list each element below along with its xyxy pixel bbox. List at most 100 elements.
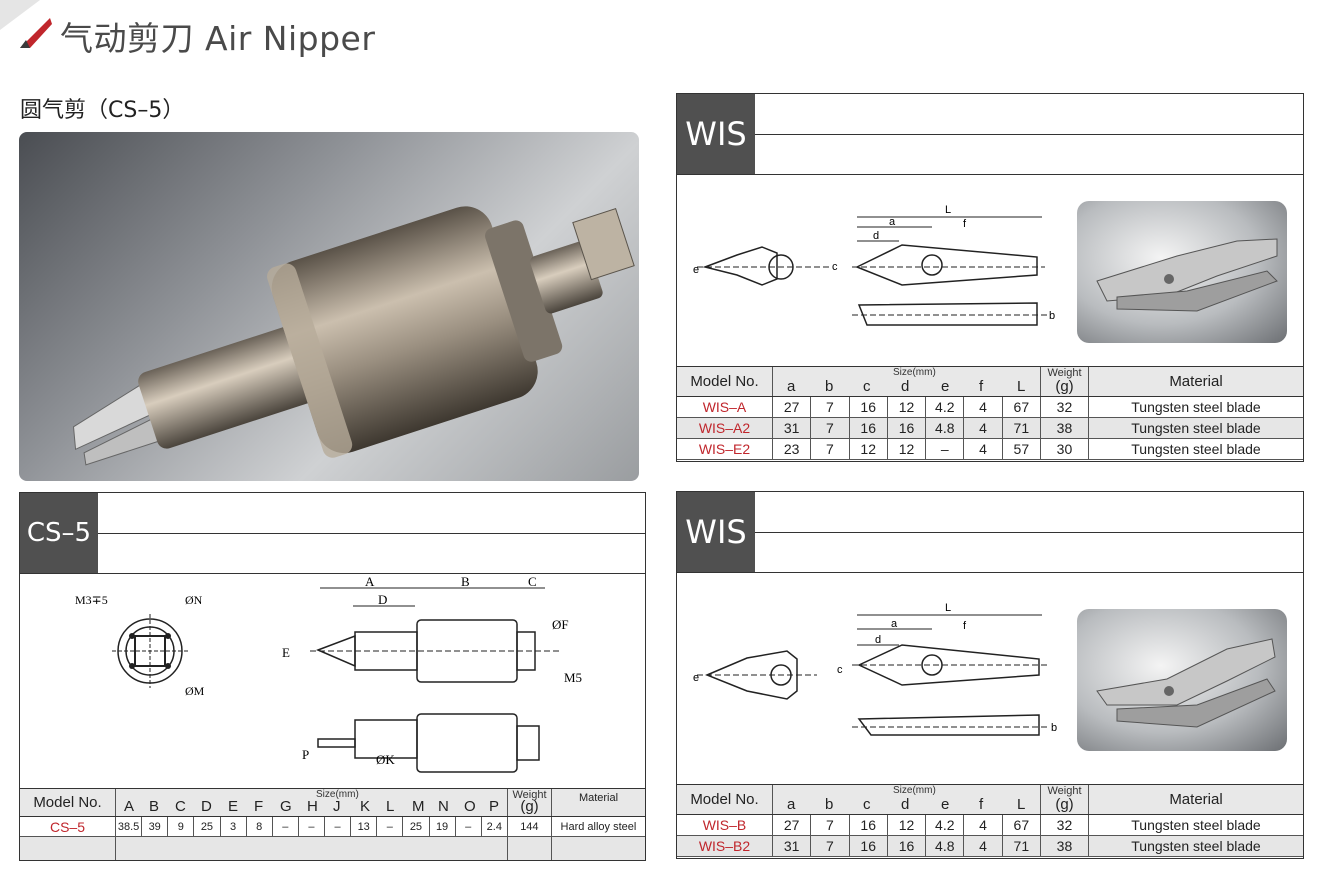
size-cell: – bbox=[273, 817, 299, 836]
size-header: Size(mm) bbox=[316, 789, 359, 800]
svg-text:a: a bbox=[891, 618, 898, 630]
size-cell: 19 bbox=[430, 817, 456, 836]
size-cell: 7 bbox=[811, 418, 850, 438]
label-m3: M3∓5 bbox=[75, 593, 108, 607]
size-cell: 9 bbox=[168, 817, 195, 836]
label-k: ØK bbox=[376, 752, 395, 767]
size-cell: 16 bbox=[888, 836, 927, 856]
size-header-group: Size(mm) A B C D E F G H J K L M N O P bbox=[116, 789, 508, 816]
model-cell: WIS–B bbox=[677, 815, 773, 835]
size-cell: 23 bbox=[773, 439, 812, 459]
size-cell: 4 bbox=[964, 815, 1003, 835]
weight-header-group: Weight (g) bbox=[508, 789, 552, 816]
label-c: C bbox=[528, 574, 537, 589]
product-subtitle: 圆气剪（CS–5） bbox=[20, 98, 185, 123]
size-cell: 13 bbox=[351, 817, 378, 836]
size-cell: 12 bbox=[850, 439, 888, 459]
weight-cell: 38 bbox=[1041, 418, 1089, 438]
wis-drawing-1: e L a d f c b bbox=[677, 174, 1303, 368]
material-cell: Hard alloy steel bbox=[560, 820, 637, 833]
svg-text:e: e bbox=[693, 264, 699, 276]
size-cell: – bbox=[926, 439, 965, 459]
size-cell: 25 bbox=[194, 817, 221, 836]
size-cell: 4.2 bbox=[926, 397, 965, 417]
size-cell: 16 bbox=[850, 836, 888, 856]
size-cell: 2.4 bbox=[482, 817, 508, 836]
size-cell: – bbox=[377, 817, 404, 836]
wis-spec-panel-2: WIS e L a d f c b bbox=[676, 491, 1304, 859]
size-cell: 7 bbox=[811, 397, 850, 417]
svg-text:d: d bbox=[873, 230, 879, 242]
material-cell: Tungsten steel blade bbox=[1131, 441, 1261, 457]
svg-text:a: a bbox=[889, 216, 896, 228]
size-cell: 7 bbox=[811, 836, 850, 856]
material-cell: Tungsten steel blade bbox=[1131, 399, 1261, 415]
label-m5: M5 bbox=[564, 670, 582, 685]
size-cell: 4 bbox=[964, 836, 1003, 856]
svg-text:b: b bbox=[1051, 722, 1057, 734]
weight-cell: 32 bbox=[1041, 397, 1089, 417]
wis-label-1: WIS bbox=[677, 94, 755, 174]
size-cell: 31 bbox=[773, 418, 812, 438]
cs5-drawing: M3∓5 ØN ØM A B C D E ØF M5 bbox=[20, 573, 645, 790]
svg-text:c: c bbox=[837, 664, 843, 676]
size-cell: 27 bbox=[773, 815, 812, 835]
size-cell: 57 bbox=[1003, 439, 1041, 459]
size-cell: 16 bbox=[850, 815, 888, 835]
size-cell: 4 bbox=[964, 439, 1003, 459]
size-cell: 31 bbox=[773, 836, 812, 856]
cs5-spec-table: Model No. Size(mm) A B C D E F G H J K L… bbox=[20, 788, 645, 860]
size-cell: 38.5 bbox=[116, 817, 143, 836]
size-cell: 39 bbox=[142, 817, 169, 836]
air-nipper-photo bbox=[19, 132, 639, 481]
material-header: Material bbox=[578, 792, 619, 804]
wis-spec-table-1: Model No. Size(mm) a b c d e f L Weight … bbox=[677, 366, 1303, 461]
model-cell: WIS–B2 bbox=[677, 836, 773, 856]
size-cell: 7 bbox=[811, 815, 850, 835]
svg-text:d: d bbox=[875, 634, 881, 646]
model-cell: WIS–A bbox=[677, 397, 773, 417]
size-cell: 4 bbox=[964, 418, 1003, 438]
wis-blade-photo-2 bbox=[1077, 609, 1287, 751]
table-row-empty bbox=[20, 837, 645, 860]
wis-blade-photo-1 bbox=[1077, 201, 1287, 343]
weight-cell: 30 bbox=[1041, 439, 1089, 459]
size-cell: 3 bbox=[221, 817, 247, 836]
material-cell: Tungsten steel blade bbox=[1131, 838, 1261, 854]
size-cell: – bbox=[299, 817, 325, 836]
label-p: P bbox=[302, 747, 309, 762]
size-cell: 4.8 bbox=[926, 418, 965, 438]
size-cell: 12 bbox=[888, 439, 927, 459]
cs5-label: CS–5 bbox=[20, 493, 98, 573]
cs5-spec-panel: CS–5 M3∓5 ØN ØM A B C D E ØF M5 bbox=[19, 492, 646, 861]
wis-spec-panel-1: WIS e L a d f c b bbox=[676, 93, 1304, 462]
label-d: D bbox=[378, 592, 387, 607]
size-cell: 12 bbox=[888, 815, 927, 835]
size-cell: 8 bbox=[247, 817, 273, 836]
svg-text:e: e bbox=[693, 672, 699, 684]
weight-cell: 144 bbox=[508, 817, 552, 836]
svg-text:f: f bbox=[963, 218, 967, 230]
label-b: B bbox=[461, 574, 470, 589]
size-cell: 71 bbox=[1003, 418, 1041, 438]
material-cell: Tungsten steel blade bbox=[1131, 420, 1261, 436]
size-cell: 16 bbox=[850, 418, 888, 438]
label-f: ØF bbox=[552, 617, 569, 632]
header-accent-icon bbox=[0, 0, 52, 48]
weight-cell: 32 bbox=[1041, 815, 1089, 835]
size-cell: 67 bbox=[1003, 397, 1041, 417]
size-cell: 12 bbox=[888, 397, 927, 417]
label-m: ØM bbox=[185, 684, 205, 698]
size-cell: 7 bbox=[811, 439, 850, 459]
size-cell: – bbox=[456, 817, 482, 836]
size-cell: 16 bbox=[888, 418, 927, 438]
size-cell: 71 bbox=[1003, 836, 1041, 856]
size-cell: 25 bbox=[403, 817, 430, 836]
svg-text:f: f bbox=[963, 620, 967, 632]
model-cell: WIS–A2 bbox=[677, 418, 773, 438]
model-cell: CS–5 bbox=[20, 817, 116, 836]
weight-cell: 38 bbox=[1041, 836, 1089, 856]
